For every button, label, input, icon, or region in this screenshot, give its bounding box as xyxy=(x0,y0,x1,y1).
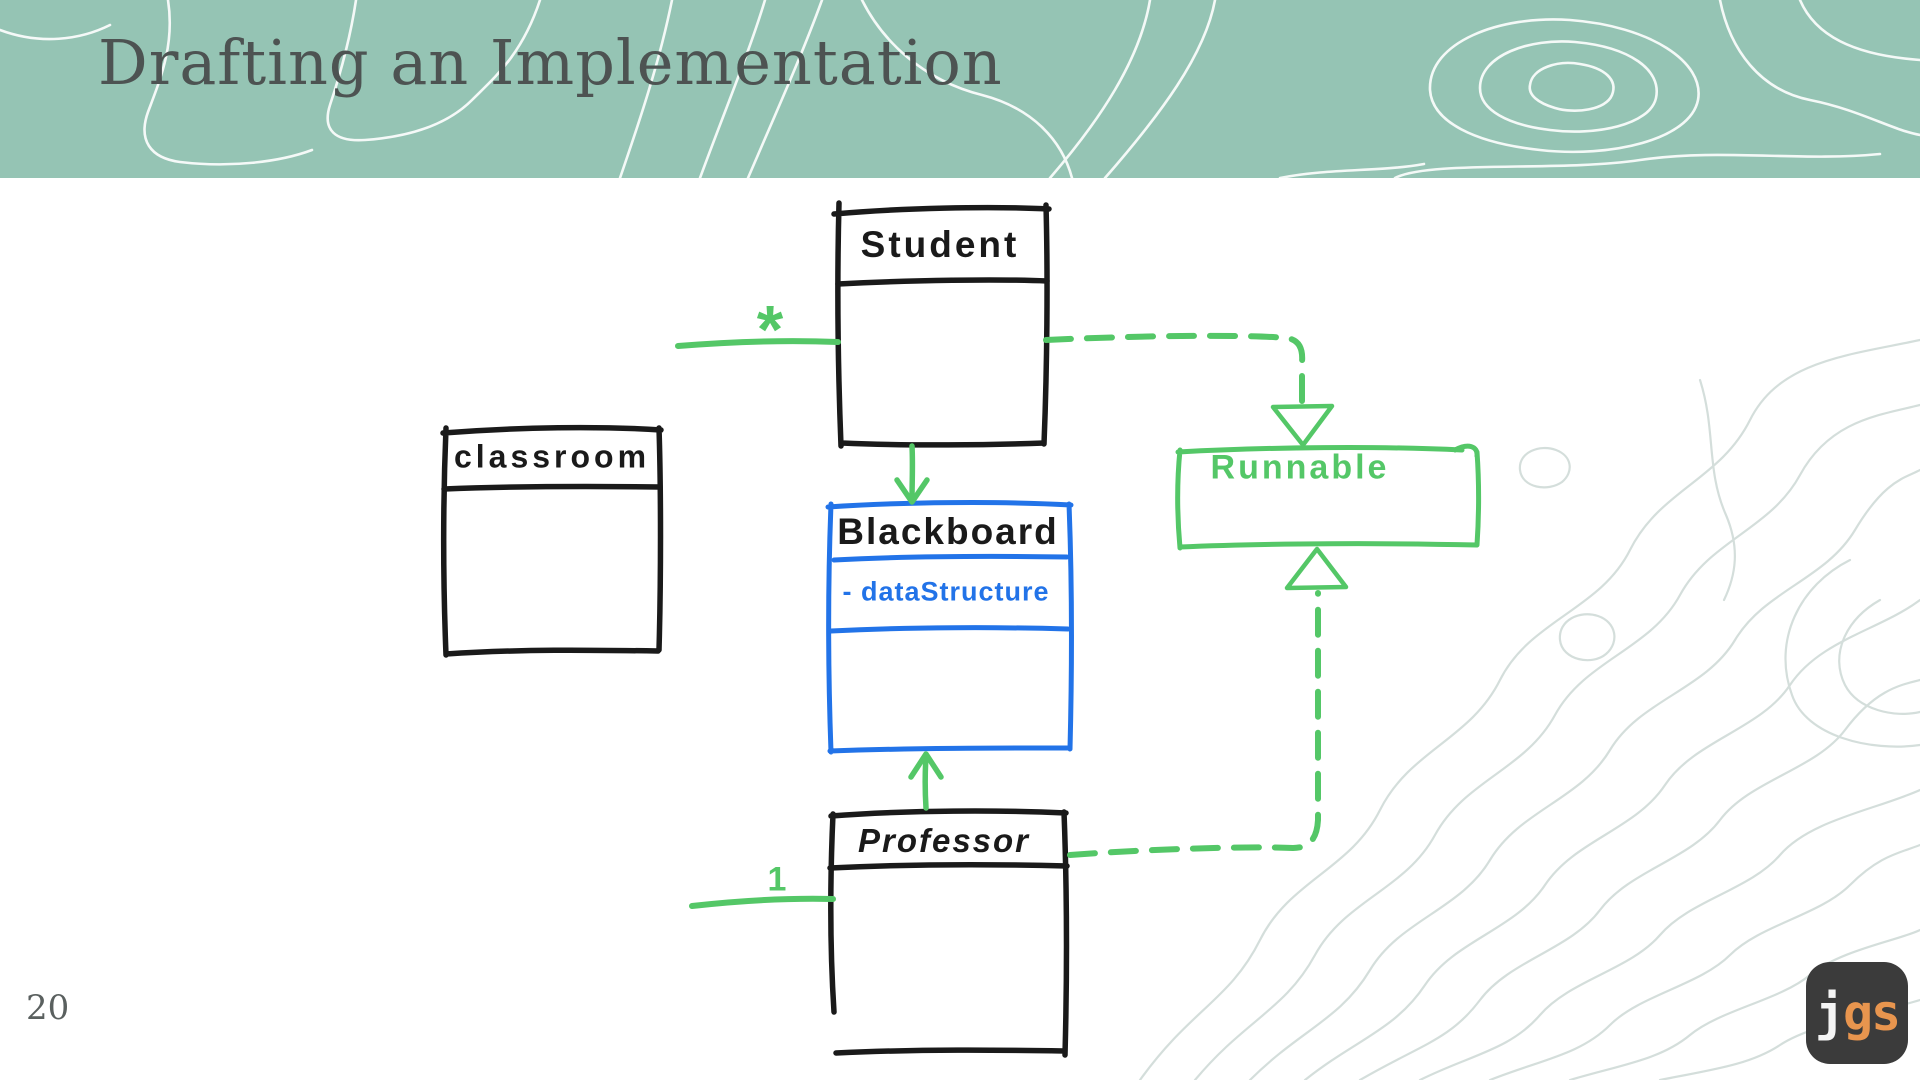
student-to-blackboard-arrow xyxy=(894,443,930,505)
multiplicity-star: * xyxy=(756,291,784,368)
runnable-interface-box xyxy=(1175,443,1481,551)
classroom-class-box xyxy=(440,424,664,658)
student-class-box xyxy=(831,200,1052,449)
jgs-logo-j: j xyxy=(1814,984,1845,1042)
student-association-line xyxy=(675,338,841,349)
blackboard-attribute: - dataStructure xyxy=(842,576,1050,607)
blackboard-title-separator xyxy=(831,553,1070,563)
student-class-name: Student xyxy=(860,224,1020,265)
multiplicity-one: 1 xyxy=(767,860,787,899)
professor-association-line xyxy=(689,895,836,909)
blackboard-attr-separator xyxy=(828,625,1071,634)
arrowhead-down xyxy=(894,477,930,505)
student-title-separator xyxy=(835,277,1050,287)
slide-title: Drafting an Implementation xyxy=(98,26,1003,99)
professor-title-separator xyxy=(827,861,1070,871)
blackboard-class-box xyxy=(825,500,1074,755)
header-band: Drafting an Implementation xyxy=(0,0,1920,178)
jgs-logo-gs: gs xyxy=(1842,984,1901,1042)
runnable-interface-name: Runnable xyxy=(1210,448,1390,487)
realization-triangle-bottom xyxy=(1284,546,1349,591)
professor-class-name: Professor xyxy=(857,822,1031,859)
header-contour-pattern xyxy=(0,0,1920,178)
classroom-class-name: classroom xyxy=(453,438,651,475)
blackboard-class-name: Blackboard xyxy=(837,511,1059,552)
professor-to-runnable-realization xyxy=(1067,546,1349,858)
arrowhead-up xyxy=(908,751,944,780)
realization-triangle-top xyxy=(1270,403,1335,448)
student-to-runnable-realization xyxy=(1043,332,1335,448)
professor-class-box xyxy=(827,808,1070,1058)
professor-to-blackboard-arrow xyxy=(908,751,944,811)
classroom-title-separator xyxy=(441,483,663,492)
page-number: 20 xyxy=(26,988,70,1028)
